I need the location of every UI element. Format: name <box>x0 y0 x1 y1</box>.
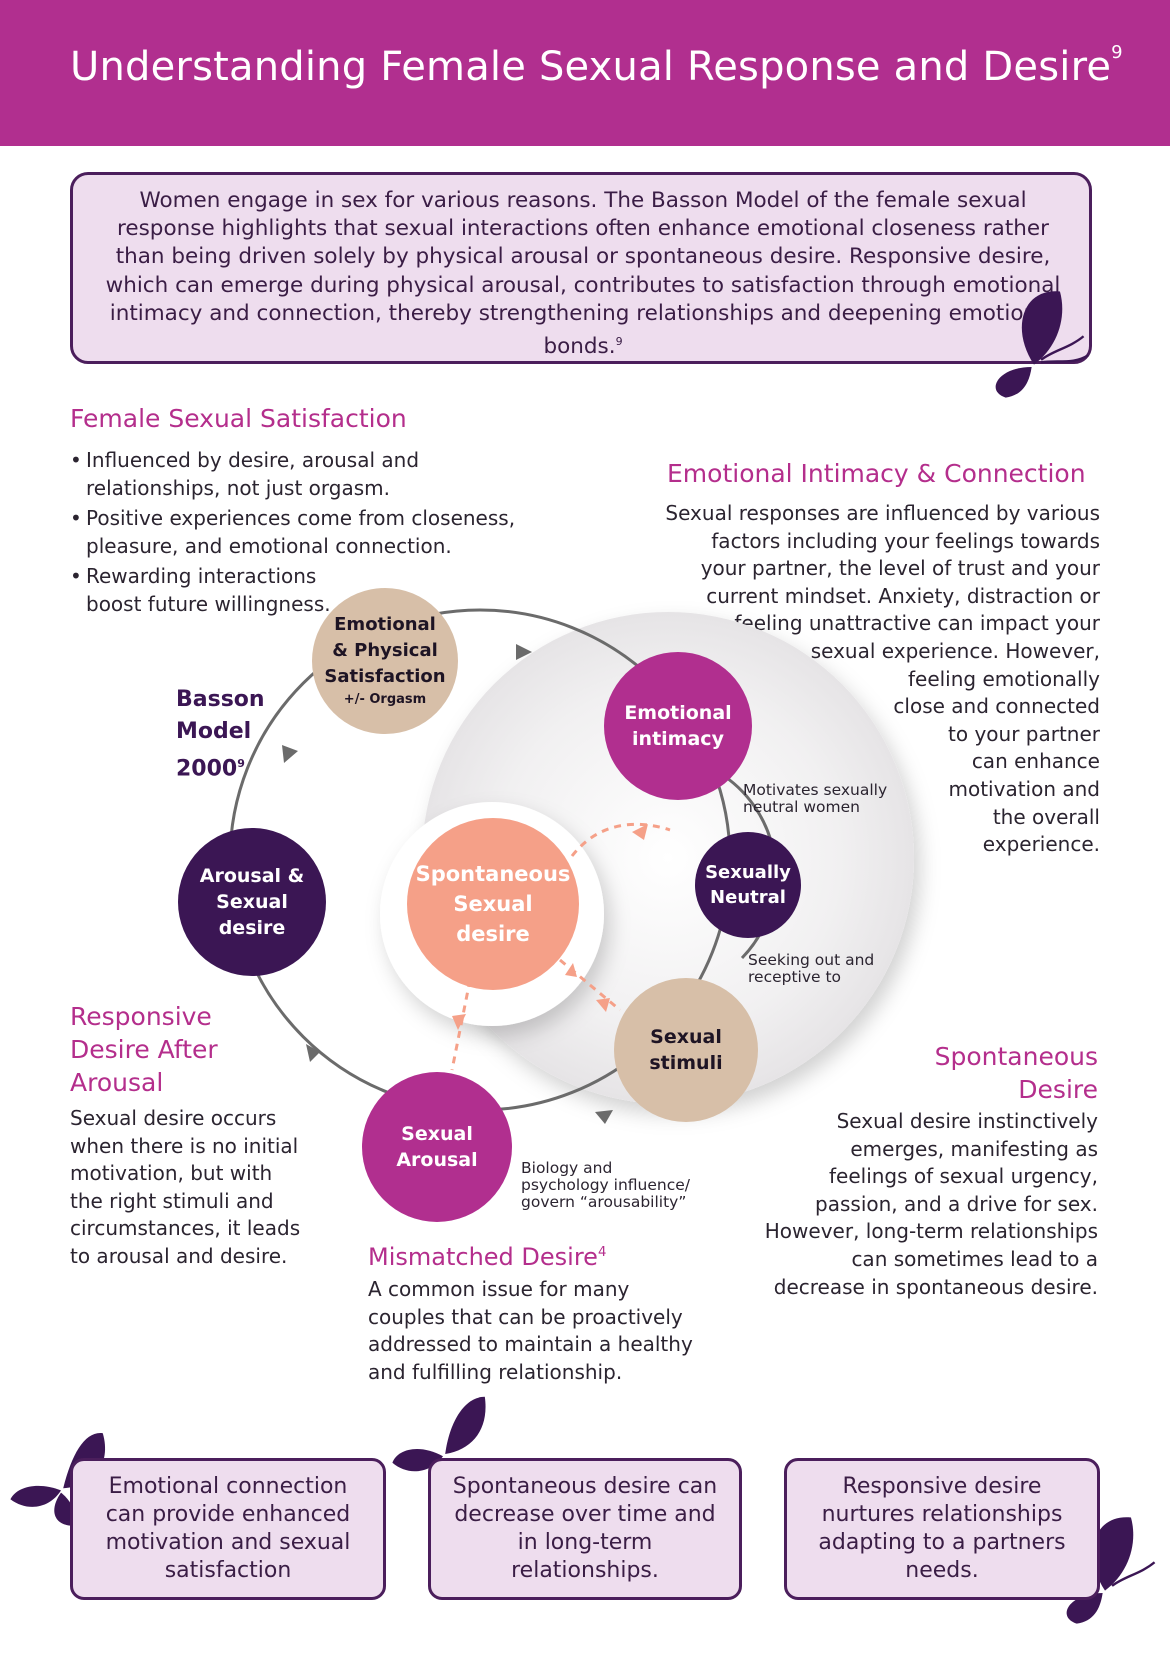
cycle-arrow <box>595 1110 613 1124</box>
spontaneous-heading: Spontaneous Desire <box>934 1042 1098 1104</box>
list-item: Positive experiences come from closeness… <box>70 505 515 560</box>
mismatched-heading: Mismatched Desire4 <box>368 1243 607 1271</box>
header-banner: Understanding Female Sexual Response and… <box>0 0 1170 146</box>
node-emotional-physical-satisfaction: Emotional & Physical Satisfaction +/- Or… <box>312 588 458 734</box>
cycle-arrow <box>516 644 532 660</box>
takeaway-box: Spontaneous desire can decrease over tim… <box>428 1458 742 1600</box>
takeaway-box: Responsive desire nurtures relationships… <box>784 1458 1100 1600</box>
butterfly-icon <box>995 291 1089 398</box>
cycle-arrow <box>282 745 298 763</box>
intimacy-text: Sexual responses are influenced by vario… <box>665 501 1100 857</box>
annotation-seeking: Seeking out and receptive to <box>748 951 875 986</box>
cycle-arrow <box>306 1044 320 1062</box>
basson-model-label: Basson Model 20009 <box>176 687 265 782</box>
dashed-arrowhead <box>452 1014 466 1030</box>
responsive-heading: Responsive Desire After Arousal <box>70 1002 218 1097</box>
butterfly-icon <box>1066 1517 1156 1624</box>
list-item: Influenced by desire, arousal andrelatio… <box>70 447 515 502</box>
satisfaction-heading: Female Sexual Satisfaction <box>70 404 407 433</box>
dashed-arrow <box>570 822 671 857</box>
annotation-biology: Biology and psychology influence/ govern… <box>521 1159 691 1211</box>
intimacy-heading: Emotional Intimacy & Connection <box>667 459 1086 488</box>
dashed-arrow <box>450 979 472 1071</box>
dashed-arrowhead <box>565 963 577 977</box>
satisfaction-list: Influenced by desire, arousal andrelatio… <box>70 447 515 621</box>
takeaway-box: Emotional connection can provide enhance… <box>70 1458 386 1600</box>
annotation-motivates: Motivates sexually neutral women <box>743 781 888 816</box>
intro-box: Women engage in sex for various reasons.… <box>70 172 1092 364</box>
dashed-arrowhead <box>596 998 610 1012</box>
dashed-arrowhead <box>632 824 648 840</box>
intro-text: Women engage in sex for various reasons.… <box>105 188 1061 360</box>
page-title: Understanding Female Sexual Response and… <box>70 42 1123 90</box>
